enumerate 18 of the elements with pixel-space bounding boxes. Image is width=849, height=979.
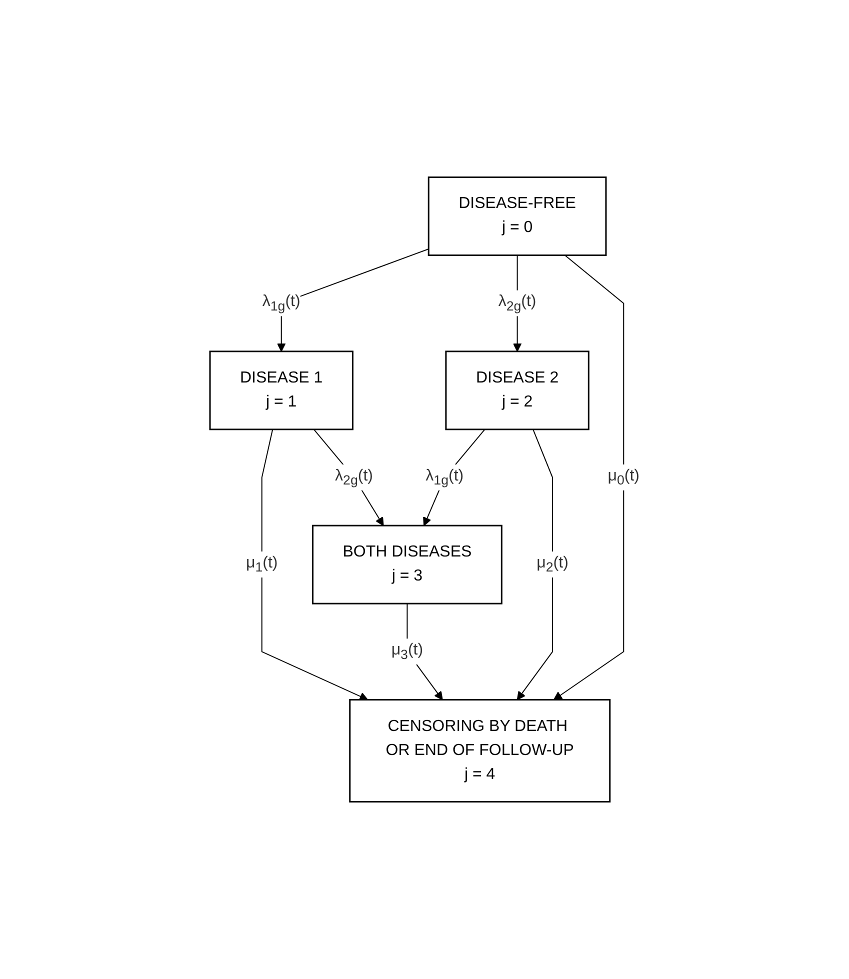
- arrow: [422, 428, 485, 526]
- node-box: CENSORING BY DEATH OR END OF FOLLOW-UP j = 4: [348, 699, 610, 802]
- node-box: DISEASE 2 j = 2: [444, 350, 590, 430]
- edge-label: μ$_{2}$(t): [536, 554, 568, 575]
- edge-label: λ$_{2g}$(t): [498, 293, 536, 314]
- arrow: [553, 254, 624, 700]
- edge-label: μ$_{3}$(t): [391, 642, 423, 662]
- node-box: DISEASE-FREE j = 0: [428, 176, 606, 256]
- arrow: [313, 428, 384, 526]
- edge-label: λ$_{2g}$(t): [334, 467, 373, 488]
- edge-label: λ$_{1g}$(t): [425, 467, 464, 488]
- node-box: DISEASE 1 j = 1: [208, 350, 354, 430]
- arrow: [261, 428, 368, 700]
- edge-label: λ$_{1g}$(t): [262, 293, 300, 314]
- edge-label: μ$_{1}$(t): [246, 554, 278, 575]
- arrow: [516, 428, 553, 700]
- node-box: BOTH DISEASES j = 3: [312, 524, 502, 604]
- edge-label: μ$_{0}$(t): [608, 467, 640, 488]
